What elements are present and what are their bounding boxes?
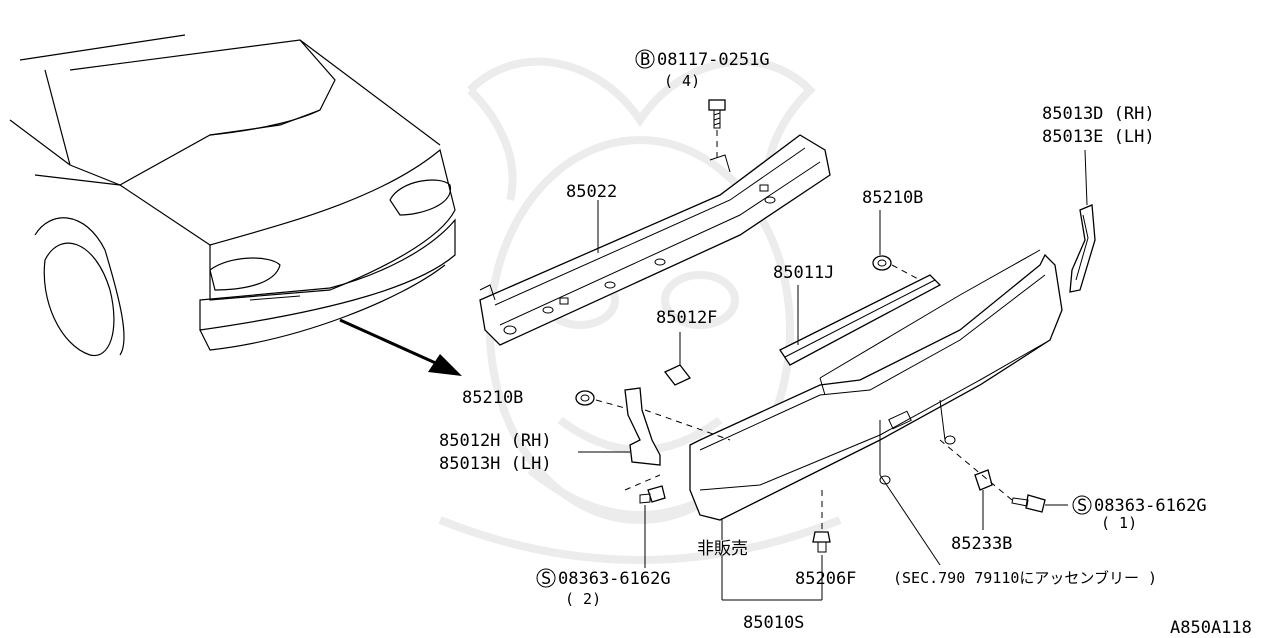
clip-right-part: [872, 255, 892, 271]
sec-ref-leader: [879, 474, 941, 566]
bracket-85012f-part: [663, 364, 692, 386]
side-bracket-guide: [644, 409, 731, 441]
screw-left-ref-label: 08363-6162G: [558, 569, 671, 589]
direction-arrow: [339, 318, 462, 376]
screw-right-part: [1011, 494, 1046, 513]
not-for-sale-label: 非販売: [697, 539, 748, 559]
clip-left-guide: [595, 399, 626, 409]
reinforcement-label: 85022: [566, 182, 617, 202]
bolt-ref-label: 08117-0251G: [657, 50, 770, 70]
clip-right-label: 85210B: [862, 188, 923, 208]
diagram-id-label: A850A118: [1170, 618, 1252, 638]
assembly-label: 85010S: [743, 613, 804, 633]
garnish-part: [779, 274, 942, 366]
retainer-label: 85233B: [951, 534, 1012, 554]
garnish-label: 85011J: [773, 263, 834, 283]
bolt-circle-letter: B: [640, 50, 650, 70]
bolt-ref-group: B 08117-0251G ( 4): [635, 49, 770, 90]
screw-left-ref-group: S 08363-6162G ( 2): [536, 568, 671, 608]
screw-left-qty-label: ( 2): [565, 590, 601, 608]
screw-right-guide: [939, 439, 1013, 501]
side-spacer-leader: [1084, 149, 1088, 206]
side-spacer-part: [1069, 204, 1096, 293]
screw-left-circle-letter: S: [541, 569, 551, 589]
retainer-part: [974, 469, 993, 491]
bracket-85012f-label: 85012F: [656, 308, 717, 328]
clip-85206f-label: 85206F: [795, 569, 856, 589]
bracket-lh-label: 85013H (LH): [439, 454, 552, 474]
clip-85206f-part: [812, 531, 831, 553]
clip-left-part: [575, 390, 595, 406]
car-rear-outline: [9, 34, 456, 357]
screw-left-part: [639, 485, 666, 504]
screw-right-qty-label: ( 1): [1101, 514, 1137, 532]
side-bracket-part: [624, 387, 661, 466]
side-rh-label: 85013D (RH): [1042, 104, 1155, 124]
bolt-part: [708, 99, 726, 129]
clip-left-label: 85210B: [462, 388, 523, 408]
screw-right-ref-group: S 08363-6162G ( 1): [1072, 495, 1207, 532]
assembly-bracket: [721, 518, 823, 601]
reinforcement-beam-part: [479, 134, 831, 346]
bumper-fascia-part: [689, 249, 1063, 521]
bolt-qty-label: ( 4): [664, 72, 700, 90]
sec-ref-label: (SEC.790 79110にアッセンブリー ): [893, 569, 1157, 587]
screw-right-ref-label: 08363-6162G: [1094, 496, 1207, 516]
bracket-rh-label: 85012H (RH): [439, 431, 552, 451]
clip-right-guide: [891, 264, 921, 281]
side-lh-label: 85013E (LH): [1042, 127, 1155, 147]
screw-right-circle-letter: S: [1077, 496, 1087, 516]
